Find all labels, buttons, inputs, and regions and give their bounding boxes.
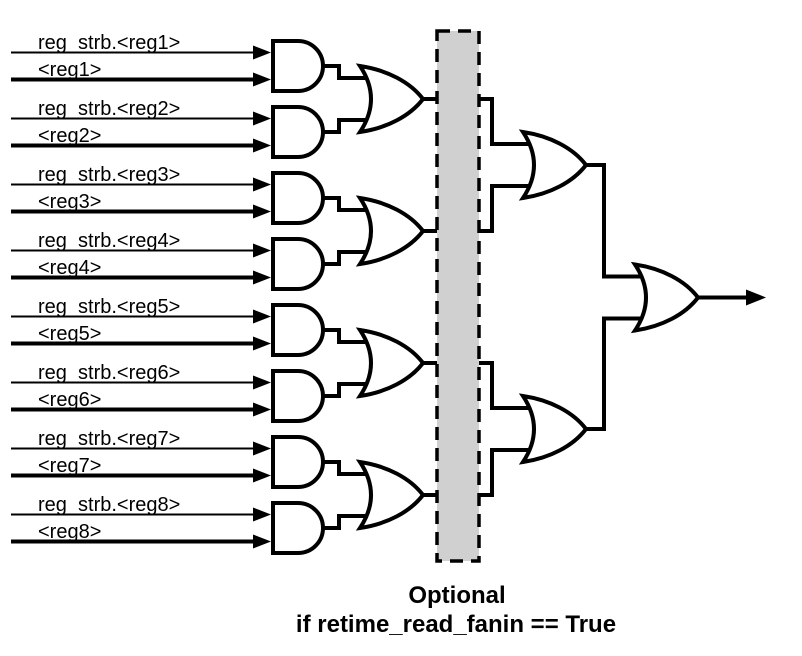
arrowhead-strobe-reg3 bbox=[253, 177, 271, 192]
or-gates-stage1 bbox=[358, 64, 425, 530]
optional-retime-boundary-box bbox=[435, 29, 481, 563]
or-gate-a bbox=[521, 130, 588, 200]
or-gates-stage2 bbox=[521, 130, 588, 464]
input-label-strobe-reg8: reg_strb.<reg8> bbox=[38, 494, 180, 516]
input-label-strobe-reg3: reg_strb.<reg3> bbox=[38, 164, 180, 186]
and-gate-5 bbox=[271, 303, 325, 357]
or-gate-1 bbox=[358, 64, 425, 134]
input-label-data-reg3: <reg3> bbox=[38, 191, 101, 213]
arrowhead-strobe-reg1 bbox=[253, 45, 271, 60]
and-gate-2 bbox=[271, 105, 325, 159]
input-label-data-reg5: <reg5> bbox=[38, 323, 101, 345]
input-label-data-reg8: <reg8> bbox=[38, 521, 101, 543]
input-label-strobe-reg4: reg_strb.<reg4> bbox=[38, 230, 180, 252]
output-arrowhead bbox=[746, 289, 766, 306]
arrowhead-strobe-reg7 bbox=[253, 441, 271, 456]
and-gates bbox=[271, 39, 325, 555]
and-gate-7 bbox=[271, 435, 325, 489]
and-gate-6 bbox=[271, 369, 325, 423]
arrowhead-strobe-reg6 bbox=[253, 375, 271, 390]
wire-and1-to-or1 bbox=[323, 64, 370, 80]
or-gate-2 bbox=[358, 196, 425, 266]
caption-line-1: Optional bbox=[408, 582, 505, 609]
arrowhead-data-reg7 bbox=[253, 468, 271, 483]
caption-line-2: if retime_read_fanin == True bbox=[296, 611, 616, 638]
input-label-strobe-reg1: reg_strb.<reg1> bbox=[38, 32, 180, 54]
arrowhead-strobe-reg5 bbox=[253, 309, 271, 324]
wire-and3-to-or2 bbox=[323, 196, 370, 212]
input-label-strobe-reg6: reg_strb.<reg6> bbox=[38, 362, 180, 384]
input-label-strobe-reg7: reg_strb.<reg7> bbox=[38, 428, 180, 450]
and-gate-3 bbox=[271, 171, 325, 225]
arrowhead-data-reg5 bbox=[253, 336, 271, 351]
input-label-data-reg4: <reg4> bbox=[38, 257, 101, 279]
input-label-data-reg7: <reg7> bbox=[38, 455, 101, 477]
arrowhead-data-reg8 bbox=[253, 534, 271, 549]
wire-or-a-to-final bbox=[586, 163, 644, 279]
or-gate-b bbox=[521, 394, 588, 464]
and-gate-1 bbox=[271, 39, 325, 93]
and-gate-4 bbox=[271, 237, 325, 291]
arrowhead-strobe-reg4 bbox=[253, 243, 271, 258]
arrowhead-data-reg2 bbox=[253, 138, 271, 153]
or-gate-3 bbox=[358, 328, 425, 398]
arrowhead-data-reg3 bbox=[253, 204, 271, 219]
input-label-data-reg6: <reg6> bbox=[38, 389, 101, 411]
wire-and6-to-or3 bbox=[323, 382, 370, 398]
final-or-gate bbox=[633, 262, 700, 333]
input-label-strobe-reg5: reg_strb.<reg5> bbox=[38, 296, 180, 318]
wire-and4-to-or2 bbox=[323, 250, 370, 266]
input-label-data-reg2: <reg2> bbox=[38, 125, 101, 147]
arrowhead-strobe-reg2 bbox=[253, 111, 271, 126]
arrowhead-data-reg1 bbox=[253, 72, 271, 87]
caption: Optional if retime_read_fanin == True bbox=[296, 582, 616, 638]
or-gate-4 bbox=[358, 460, 425, 530]
and-gate-8 bbox=[271, 501, 325, 555]
wire-and2-to-or1 bbox=[323, 118, 370, 134]
input-label-data-reg1: <reg1> bbox=[38, 59, 101, 81]
input-label-strobe-reg2: reg_strb.<reg2> bbox=[38, 98, 180, 120]
input-labels: reg_strb.<reg1> <reg1> reg_strb.<reg2> <… bbox=[38, 32, 180, 543]
wire-and8-to-or4 bbox=[323, 514, 370, 530]
input-wires bbox=[11, 51, 256, 544]
arrowhead-strobe-reg8 bbox=[253, 507, 271, 522]
input-arrowheads bbox=[253, 45, 271, 549]
wire-and7-to-or4 bbox=[323, 460, 370, 476]
wire-or-b-to-final bbox=[586, 316, 644, 431]
arrowhead-data-reg6 bbox=[253, 402, 271, 417]
arrowhead-data-reg4 bbox=[253, 270, 271, 285]
wire-and5-to-or3 bbox=[323, 328, 370, 344]
